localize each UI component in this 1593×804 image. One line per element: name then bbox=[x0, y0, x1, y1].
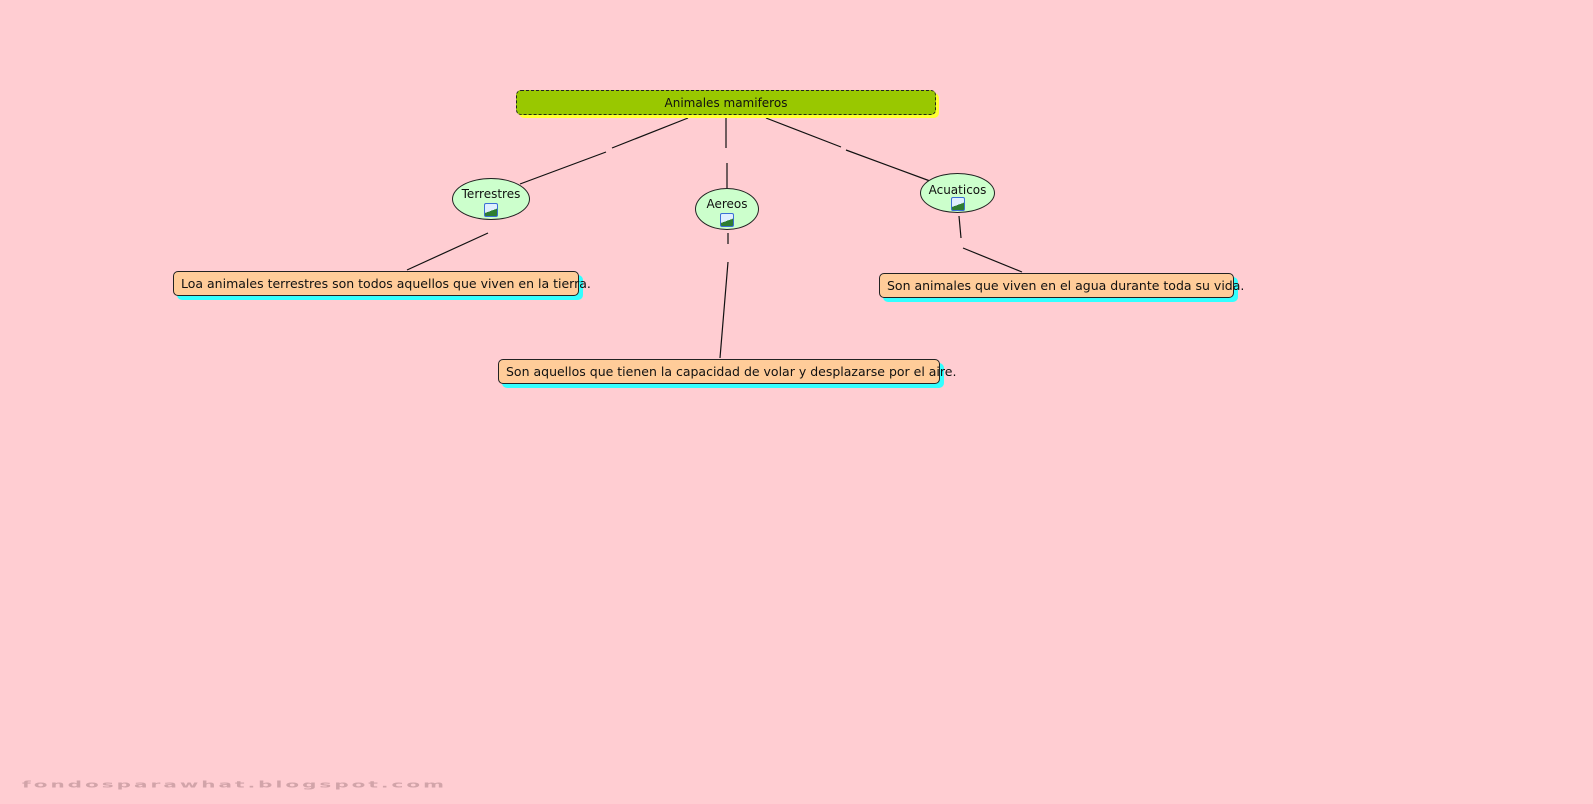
link-acuaticos-desc[interactable] bbox=[958, 215, 962, 239]
link-acuaticos-desc[interactable] bbox=[962, 247, 1023, 273]
root-concept-label: Animales mamiferos bbox=[664, 95, 788, 110]
concept-terrestres[interactable]: Terrestres bbox=[452, 178, 530, 220]
concept-label: Terrestres bbox=[461, 187, 521, 201]
image-icon[interactable] bbox=[950, 197, 965, 211]
link-root-acuaticos[interactable] bbox=[845, 149, 931, 182]
link-root-terrestres[interactable] bbox=[611, 117, 689, 149]
image-icon[interactable] bbox=[720, 213, 734, 227]
root-concept[interactable]: Animales mamiferos bbox=[516, 90, 936, 115]
link-terrestres-desc[interactable] bbox=[406, 232, 489, 271]
link-root-terrestres[interactable] bbox=[519, 151, 607, 185]
description-text: Son aquellos que tienen la capacidad de … bbox=[506, 364, 957, 379]
watermark: fondosparawhat.blogspot.com bbox=[22, 779, 447, 790]
description-terrestres[interactable]: Loa animales terrestres son todos aquell… bbox=[173, 271, 591, 296]
concept-acuaticos[interactable]: Acuaticos bbox=[920, 173, 995, 213]
description-acuaticos[interactable]: Son animales que viven en el agua durant… bbox=[879, 273, 1244, 298]
description-text: Loa animales terrestres son todos aquell… bbox=[181, 276, 591, 291]
description-text: Son animales que viven en el agua durant… bbox=[887, 278, 1245, 293]
concept-label: Acuaticos bbox=[928, 183, 987, 197]
image-icon[interactable] bbox=[484, 203, 498, 217]
link-root-acuaticos[interactable] bbox=[765, 117, 842, 148]
concept-label: Aereos bbox=[706, 197, 748, 211]
description-aereos[interactable]: Son aquellos que tienen la capacidad de … bbox=[498, 359, 956, 384]
link-aereos-desc[interactable] bbox=[719, 261, 729, 359]
concept-aereos[interactable]: Aereos bbox=[695, 188, 759, 230]
